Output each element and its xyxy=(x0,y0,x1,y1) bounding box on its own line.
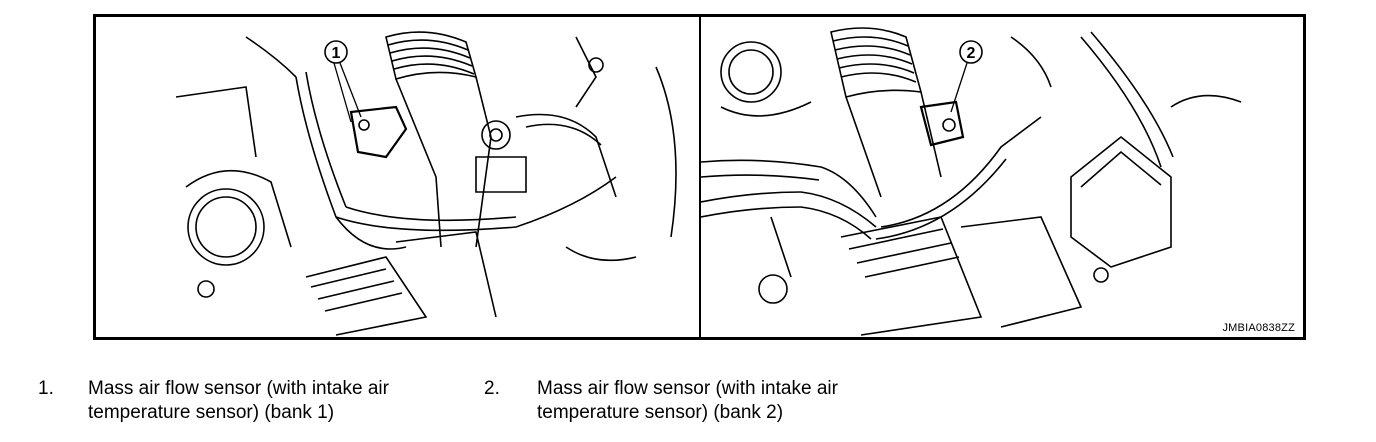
callout-1: 1 xyxy=(324,40,362,123)
legend-2-text: Mass air flow sensor (with intake air te… xyxy=(537,378,838,423)
engine-bay-drawing-left: 1 xyxy=(175,31,677,336)
figure-code: JMBIA0838ZZ xyxy=(1222,322,1295,334)
callout-1-number: 1 xyxy=(332,45,341,62)
callout-2-number: 2 xyxy=(967,45,976,62)
engine-illustration-figure: 1 xyxy=(93,14,1306,340)
panel-divider xyxy=(699,17,701,337)
illustration-bank-1: 1 xyxy=(96,17,699,337)
illustration-bank-2: 2 JMBIA0838ZZ xyxy=(701,17,1303,337)
engine-bay-drawing-right: 2 xyxy=(701,27,1242,336)
legend-1-text: Mass air flow sensor (with intake air te… xyxy=(88,378,389,423)
callout-2: 2 xyxy=(950,40,983,113)
legend-1-number: 1. xyxy=(38,378,54,399)
legend-2-number: 2. xyxy=(484,378,500,399)
